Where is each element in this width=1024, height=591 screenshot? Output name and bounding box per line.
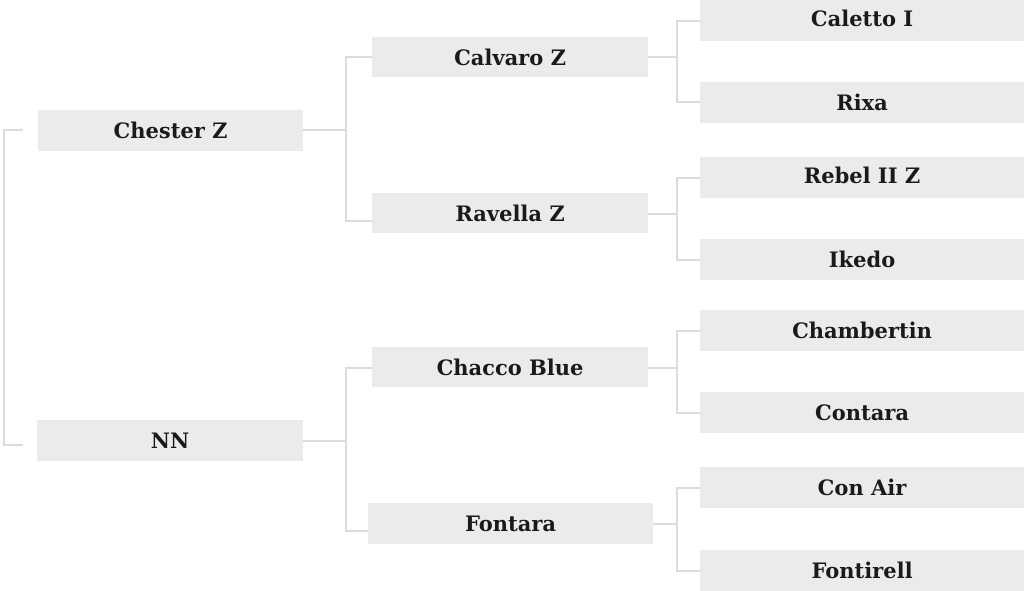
connector-chester-vertical xyxy=(345,56,347,222)
node-name: Rixa xyxy=(836,90,888,115)
connector-chester-top xyxy=(345,56,372,58)
node-name: Caletto I xyxy=(810,6,914,31)
pedigree-node-ggp-7[interactable]: Con Air xyxy=(700,467,1024,508)
connector-chacco-vertical xyxy=(676,330,678,414)
connector-fontara-top xyxy=(676,487,700,489)
pedigree-node-ggp-5[interactable]: Chambertin xyxy=(700,310,1024,351)
pedigree-node-grandsire-maternal[interactable]: Chacco Blue xyxy=(372,347,648,387)
pedigree-node-ggp-2[interactable]: Rixa xyxy=(700,82,1024,123)
node-name: NN xyxy=(150,428,190,453)
connector-ravella-vertical xyxy=(676,177,678,261)
pedigree-node-ggp-8[interactable]: Fontirell xyxy=(700,550,1024,591)
root-bracket-vertical xyxy=(3,130,5,446)
pedigree-node-ggp-1[interactable]: Caletto I xyxy=(700,0,1024,41)
node-name: Ikedo xyxy=(828,247,896,272)
connector-chacco-bottom xyxy=(676,412,700,414)
node-name: Chester Z xyxy=(113,118,228,143)
pedigree-node-ggp-4[interactable]: Ikedo xyxy=(700,239,1024,280)
node-name: Calvaro Z xyxy=(454,44,566,70)
connector-fontara-bottom xyxy=(676,570,700,572)
connector-nn-top xyxy=(345,367,372,369)
connector-chacco-out xyxy=(648,367,676,369)
node-name: Fontirell xyxy=(811,558,913,583)
connector-chester-out xyxy=(303,129,345,131)
pedigree-node-grandsire-paternal[interactable]: Calvaro Z xyxy=(372,37,648,77)
connector-nn-vertical xyxy=(345,367,347,532)
node-name: Con Air xyxy=(817,475,907,500)
pedigree-node-dam[interactable]: NN xyxy=(37,420,303,461)
connector-ravella-bottom xyxy=(676,259,700,261)
node-name: Contara xyxy=(815,400,909,425)
node-name: Ravella Z xyxy=(455,200,565,226)
connector-chester-bottom xyxy=(345,220,372,222)
connector-nn-bottom xyxy=(345,530,368,532)
connector-calvaro-vertical xyxy=(676,20,678,103)
connector-calvaro-bottom xyxy=(676,101,700,103)
connector-nn-out xyxy=(303,440,345,442)
pedigree-node-ggp-6[interactable]: Contara xyxy=(700,392,1024,433)
node-name: Rebel II Z xyxy=(803,163,921,188)
connector-calvaro-out xyxy=(648,56,676,58)
connector-chacco-top xyxy=(676,330,700,332)
node-name: Chambertin xyxy=(792,318,932,343)
pedigree-node-sire[interactable]: Chester Z xyxy=(38,110,303,151)
root-bracket-top xyxy=(3,129,23,131)
connector-ravella-out xyxy=(648,213,676,215)
connector-ravella-top xyxy=(676,177,700,179)
connector-fontara-vertical xyxy=(676,487,678,572)
connector-calvaro-top xyxy=(676,20,700,22)
node-name: Chacco Blue xyxy=(436,354,584,380)
pedigree-node-ggp-3[interactable]: Rebel II Z xyxy=(700,157,1024,198)
pedigree-node-granddam-maternal[interactable]: Fontara xyxy=(368,503,653,544)
pedigree-node-granddam-paternal[interactable]: Ravella Z xyxy=(372,193,648,233)
node-name: Fontara xyxy=(464,511,556,536)
connector-fontara-out xyxy=(653,523,676,525)
root-bracket-bottom xyxy=(3,444,23,446)
